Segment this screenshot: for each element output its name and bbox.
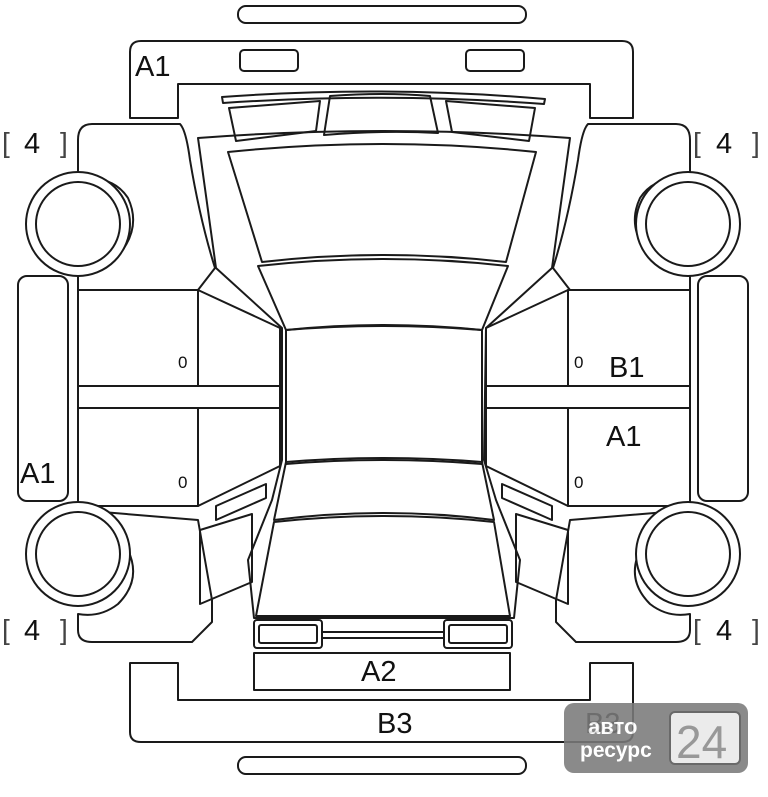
tyre-depth-value: 4: [24, 128, 40, 160]
roof: [285, 325, 483, 465]
bracket-close: ]: [752, 614, 760, 645]
hood: [227, 143, 537, 263]
left-front-door: [77, 289, 281, 387]
watermark-number-box: [669, 711, 741, 765]
watermark-number: 24: [676, 716, 727, 768]
left-c-pillar: [215, 483, 267, 521]
code-front-bumper: A1: [135, 51, 170, 83]
front-bumper: [129, 40, 634, 119]
code-rear-panel: A2: [361, 656, 396, 688]
left-sill: [17, 275, 69, 502]
grille-bar: [221, 90, 546, 105]
code-left-sill: A1: [20, 458, 55, 490]
windshield: [257, 258, 509, 331]
tyre-depth-value: 4: [716, 615, 732, 647]
bracket-close: ]: [752, 127, 760, 158]
tail-light-left: [253, 619, 323, 649]
watermark-line2: ресурс: [580, 739, 652, 762]
wheel-rear-right: [635, 501, 741, 607]
watermark-line1: авто: [588, 714, 637, 739]
left-pillar-strip: [77, 385, 281, 409]
tyre-depth-value: 4: [24, 615, 40, 647]
tail-light-left-inner: [258, 624, 318, 644]
tail-light-right: [443, 619, 513, 649]
wheel-front-right: [635, 171, 741, 277]
rear-left-window: [199, 513, 253, 605]
right-c-pillar: [501, 483, 553, 521]
watermark-logo: авто ресурс 24: [564, 703, 748, 773]
door-mark-left-front: 0: [178, 353, 187, 372]
tail-light-right-inner: [448, 624, 508, 644]
headlight-center: [323, 93, 439, 136]
bracket-open: [: [693, 127, 701, 158]
rear-window: [273, 457, 495, 521]
door-mark-right-front: 0: [574, 353, 583, 372]
rear-panel: [253, 652, 511, 691]
rear-bumper-strip: [237, 756, 527, 775]
bracket-open: [: [693, 614, 701, 645]
tyre-depth-value: 4: [716, 128, 732, 160]
fog-light-left: [239, 49, 299, 72]
wheel-rear-left: [25, 501, 131, 607]
code-right-rear-door: A1: [606, 421, 641, 453]
left-rear-door: [77, 407, 281, 507]
right-rear-door: [485, 407, 691, 507]
right-front-door: [485, 289, 691, 387]
tyre-front-right: [ 4 ]: [693, 127, 760, 160]
door-mark-right-rear: 0: [574, 473, 583, 492]
rear-right-window: [515, 513, 569, 605]
right-sill: [697, 275, 749, 502]
trunk-lid: [255, 515, 511, 617]
fog-light-right: [465, 49, 525, 72]
code-rear-bumper: B3: [377, 708, 412, 740]
tyre-rear-right: [ 4 ]: [693, 614, 760, 647]
bracket-open: [: [2, 614, 10, 645]
tyre-front-left: [ 4 ]: [2, 127, 68, 160]
front-bumper-strip: [237, 5, 527, 24]
bracket-open: [: [2, 127, 10, 158]
code-right-front-door: B1: [609, 352, 644, 384]
headlight-right: [445, 100, 536, 142]
bracket-close: ]: [60, 127, 68, 158]
body-outline: [197, 130, 571, 619]
wheel-front-left: [25, 171, 131, 277]
bracket-close: ]: [60, 614, 68, 645]
tyre-rear-left: [ 4 ]: [2, 614, 68, 647]
door-mark-left-rear: 0: [178, 473, 187, 492]
right-pillar-strip: [485, 385, 691, 409]
